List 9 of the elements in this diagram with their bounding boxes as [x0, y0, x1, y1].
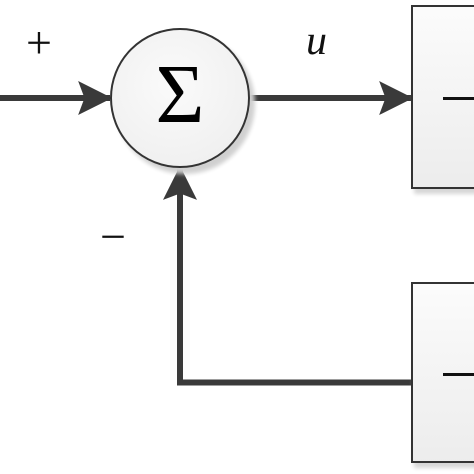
sign-label: +: [26, 20, 52, 66]
edge-label: u: [306, 20, 327, 62]
arrow: [163, 166, 411, 386]
transfer-function-block: [411, 5, 474, 189]
arrow: [0, 81, 112, 115]
sign-label: −: [100, 214, 126, 260]
arrow: [250, 81, 414, 115]
transfer-function-block: [411, 282, 474, 463]
sigma-symbol: Σ: [156, 53, 204, 137]
